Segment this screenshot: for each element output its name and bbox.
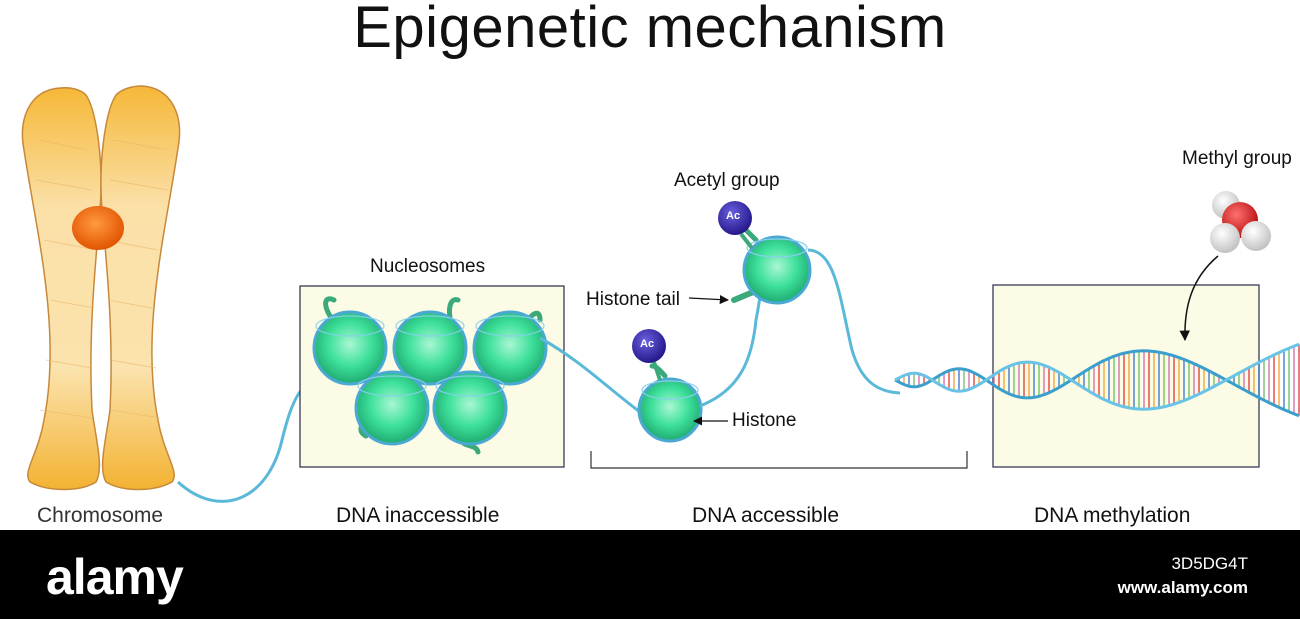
site-url: www.alamy.com xyxy=(1117,578,1248,597)
acetyl-connector-lower xyxy=(652,361,662,381)
label-nucleosomes: Nucleosomes xyxy=(370,256,486,277)
centromere xyxy=(72,206,124,250)
methyl-group-molecule xyxy=(1210,191,1271,253)
acetyl-connector xyxy=(739,232,754,250)
acetyl-marker-upper xyxy=(718,201,752,235)
page-title: Epigenetic mechanism xyxy=(353,0,947,60)
helix-backbone xyxy=(894,349,1300,418)
image-id: 3D5DG4T xyxy=(1171,554,1248,573)
open-nucleosome-lower xyxy=(637,363,703,443)
dna-linker-strand-2 xyxy=(539,336,641,414)
label-methyl-group: Methyl group xyxy=(1182,148,1292,169)
label-chromosome: Chromosome xyxy=(37,504,164,527)
label-histone-tail: Histone tail xyxy=(586,289,680,310)
acetyl-marker-lower xyxy=(632,329,666,363)
acetyl-marker-text-lower: Ac xyxy=(640,338,655,350)
label-dna-methylation: DNA methylation xyxy=(1034,504,1191,527)
diagram-canvas: Ac Ac Epigenetic mechanism Nucleosomes A… xyxy=(21,0,1300,527)
label-acetyl-group: Acetyl group xyxy=(674,170,780,191)
acetyl-marker-text-upper: Ac xyxy=(726,210,741,222)
methyl-arrow xyxy=(1179,255,1219,342)
footer-bar: alamy 3D5DG4T www.alamy.com xyxy=(0,530,1300,619)
dna-double-helix xyxy=(894,342,1300,418)
label-histone: Histone xyxy=(732,410,797,431)
accessible-bracket xyxy=(590,451,968,469)
open-nucleosome-upper xyxy=(731,223,812,305)
label-dna-inaccessible: DNA inaccessible xyxy=(336,504,500,527)
helix-backbone xyxy=(894,342,1300,411)
diagram-svg xyxy=(21,85,1300,503)
nucleosome-cluster xyxy=(312,296,548,455)
chromosome xyxy=(21,85,181,491)
histone-tail-pointer xyxy=(688,295,729,305)
dna-linker-strand-4 xyxy=(807,248,901,395)
brand-logo: alamy xyxy=(46,549,184,605)
label-dna-accessible: DNA accessible xyxy=(692,504,840,527)
